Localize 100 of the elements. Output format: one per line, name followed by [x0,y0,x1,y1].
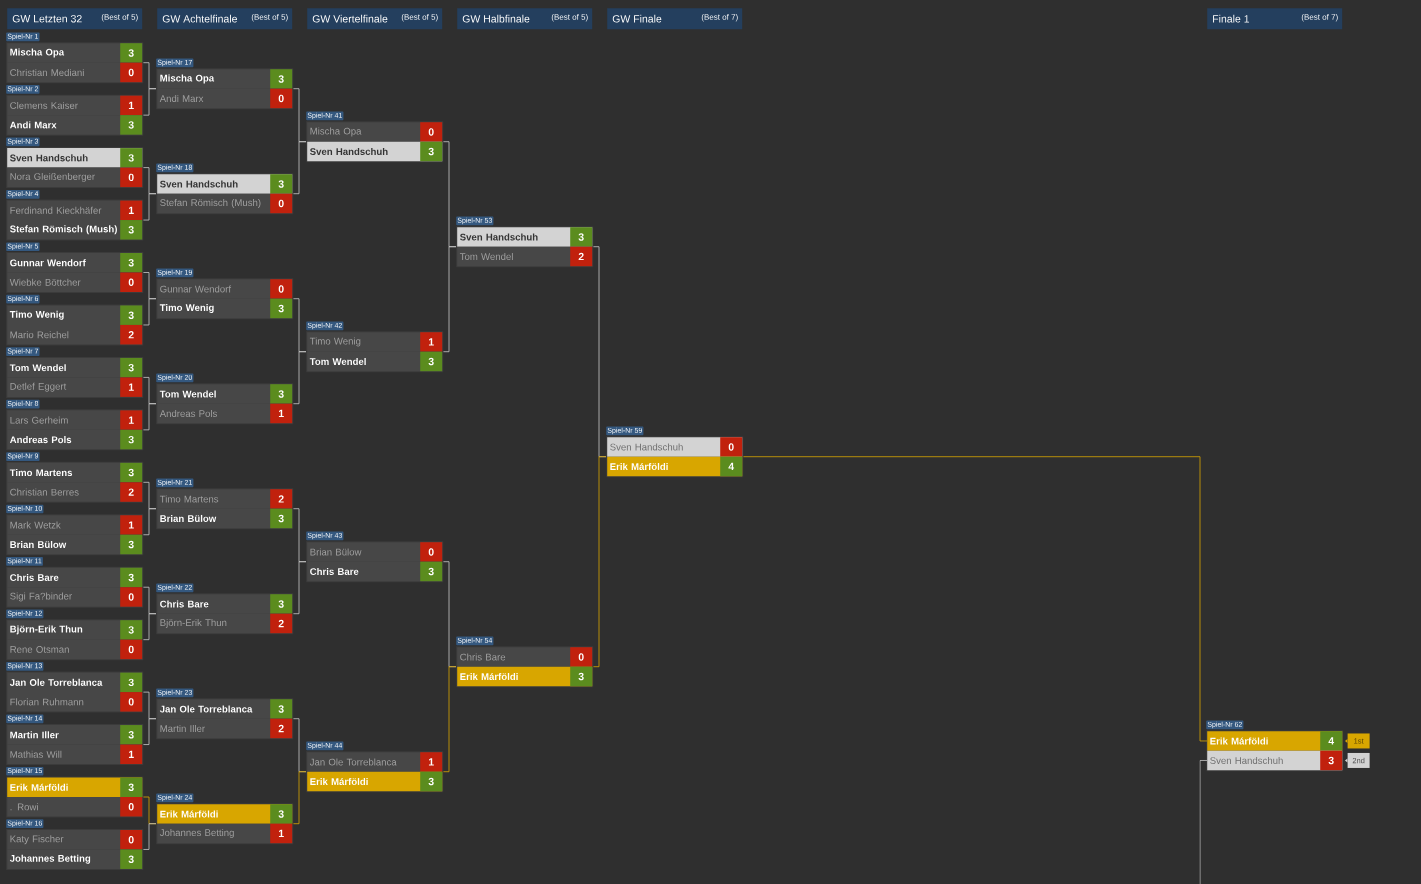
score-cell: 0 [120,167,143,188]
node-label: Chris Bare [310,567,359,575]
bracket-line [143,88,157,116]
node-label: Björn-Erik Thun [160,618,227,628]
score-cell: 1 [120,410,143,430]
score-cell: 3 [120,725,143,745]
round-header: GW Halbfinale (Best of 5) [457,8,593,30]
score-cell: 0 [120,692,143,712]
score-cell: 3 [120,777,143,797]
score-cell: 2 [270,613,293,634]
score-cell: 3 [120,534,143,555]
score-cell: 3 [270,69,293,89]
score-cell: 0 [120,272,143,292]
score-cell: 3 [270,508,293,529]
bracket-line [143,298,157,326]
score-cell: 3 [270,298,293,319]
node-label: Brian Bülow [160,514,217,522]
bracket-line [1199,760,1208,884]
score-cell: 0 [120,587,143,607]
bracket-line [143,508,157,536]
bracket-line [143,403,157,431]
score-cell: 3 [120,253,143,273]
node-label: Christian Mediani [10,68,84,76]
round-header: GW Achtelfinale (Best of 5) [157,8,293,30]
bracket-line [143,613,157,641]
score-cell: 3 [570,227,593,247]
score-cell: 3 [420,351,443,372]
bracket-line [293,351,307,405]
score-cell: 4 [1320,731,1343,751]
bracket-line [593,456,607,668]
node-label: Rene Otsman [10,646,69,653]
round-header: GW Letzten 32 (Best of 5) [7,8,143,30]
score-cell: 3 [120,357,143,378]
score-cell: 3 [120,148,143,168]
score-cell: 1 [420,752,443,772]
score-cell: 0 [120,797,143,817]
score-cell: 3 [120,567,143,588]
score-cell: 3 [570,666,593,687]
node-label: Mathias Will [10,750,62,758]
score-cell: 1 [120,744,143,765]
score-cell: 3 [120,220,143,240]
score-cell: 3 [270,384,293,404]
score-cell: 1 [120,377,143,397]
bracket-line [293,141,307,195]
bracket-line [293,771,307,825]
bracket-line [143,718,157,745]
bracket-line [143,193,157,221]
score-cell: 0 [120,62,143,83]
score-cell: 3 [120,672,143,693]
score-cell: 1 [270,823,293,844]
score-cell: 1 [120,515,143,535]
score-cell: 3 [120,849,143,869]
score-cell: 3 [420,561,443,582]
node-label: Johannes Betting [9,854,91,864]
score-cell: 2 [270,489,293,509]
bracket-line [143,823,157,850]
score-cell: 2 [120,482,143,502]
score-cell: 0 [420,122,443,142]
node-label: Tom Wendel [309,357,366,365]
bracket-line [293,561,307,615]
score-cell: 3 [120,115,143,135]
score-cell: 0 [120,829,143,850]
score-cell: 0 [270,88,293,109]
score-cell: 3 [270,174,293,194]
score-cell: 1 [270,403,293,424]
node-label: Andi Marx [159,94,204,102]
bracket-line [443,246,457,353]
score-cell: 3 [270,804,293,824]
score-cell: 2 [120,324,143,345]
score-cell: 1 [120,95,143,116]
score-cell: 0 [270,279,293,299]
score-cell: 3 [270,699,293,719]
round-header: Finale 1 (Best of 7) [1207,8,1343,30]
score-cell: 3 [420,771,443,792]
score-cell: 4 [720,456,743,477]
node-label: Andreas Pols [159,409,217,417]
score-cell: 0 [120,639,143,660]
score-cell: 1 [120,200,143,221]
score-cell: 1 [420,332,443,352]
bracket-line [443,666,457,773]
score-cell: 3 [420,141,443,162]
score-cell: 3 [120,305,143,325]
score-cell: 2 [270,718,293,739]
node-label: Martin Iller [160,724,205,732]
score-cell: 0 [720,437,743,457]
score-cell: 3 [120,43,143,63]
score-cell: 3 [120,620,143,640]
node-label: Brian Bülow [10,540,67,549]
score-cell: 3 [270,594,293,614]
score-cell: 0 [420,542,443,562]
bracket-line [743,456,1208,742]
node-label: Wiebke Böttcher [9,278,81,286]
node-label: Timo Wenig [159,303,214,313]
score-cell: 2 [570,246,593,267]
node-label: Andreas Pols [9,436,72,444]
score-cell: 0 [270,193,293,214]
score-cell: 3 [120,429,143,450]
round-header: GW Finale (Best of 7) [607,8,743,30]
score-cell: 0 [570,647,593,667]
round-header: GW Viertelfinale (Best of 5) [307,8,443,30]
